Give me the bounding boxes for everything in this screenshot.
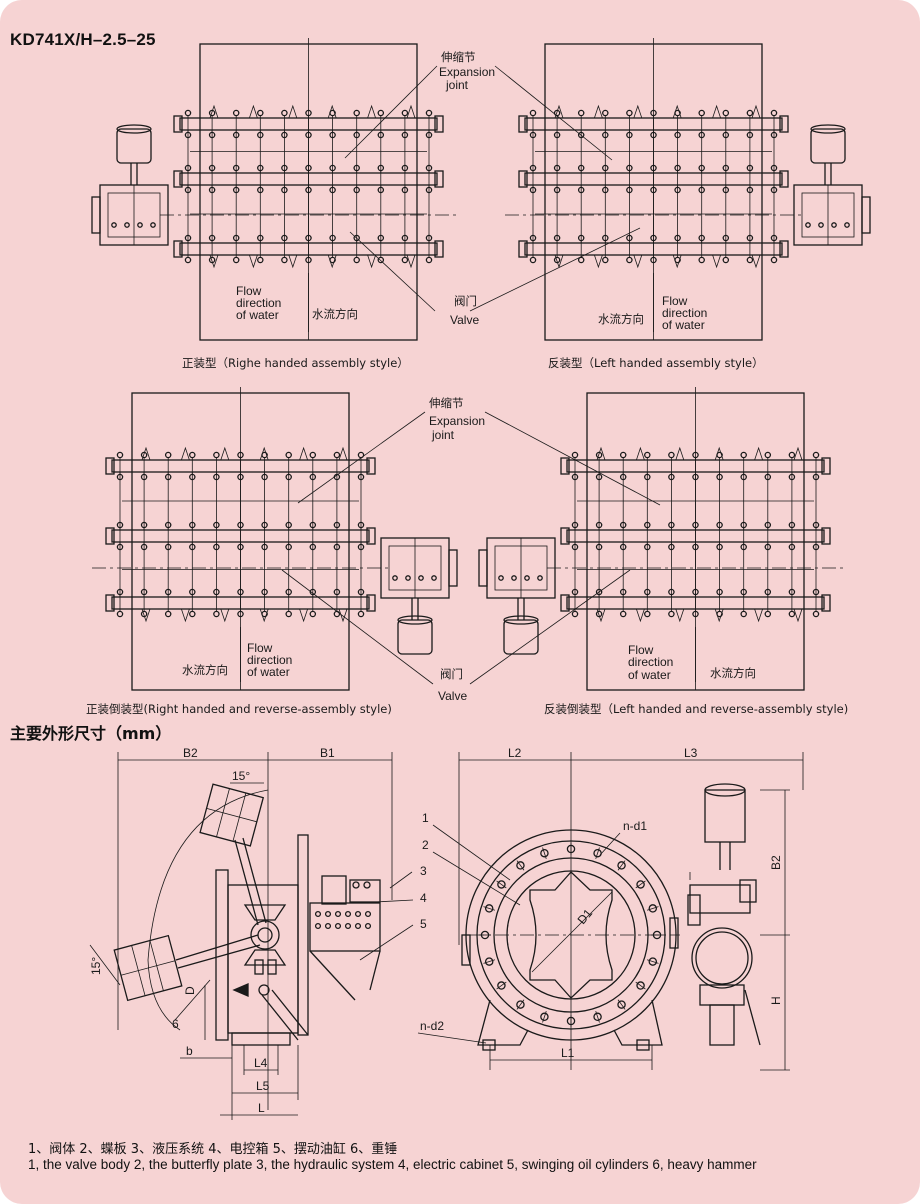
- flow-label-en: of water: [236, 308, 279, 322]
- right-reverse-caption: 正装倒装型(Right handed and reverse-assembly …: [86, 702, 392, 716]
- flow-label-en: direction: [662, 306, 707, 320]
- assembly-right-handed: [91, 38, 457, 341]
- flow-label-cn: 水流方向: [710, 666, 756, 680]
- flow-label-en: direction: [247, 653, 292, 667]
- legend-cn: 1、阀体 2、蝶板 3、液压系统 4、电控箱 5、摆动油缸 6、重锤: [28, 1142, 398, 1157]
- flow-label-en: Flow: [236, 284, 262, 298]
- expansion-label-en: Expansion: [429, 414, 485, 428]
- flow-label-cn: 水流方向: [182, 663, 228, 677]
- assembly-left-reverse: [478, 387, 844, 691]
- dim-h: H: [769, 996, 783, 1005]
- dim-b2: B2: [183, 746, 198, 760]
- dim-d1: D1: [575, 906, 596, 927]
- flow-label-cn: 水流方向: [598, 312, 644, 326]
- valve-label-cn: 阀门: [454, 294, 477, 308]
- flow-label-en: of water: [662, 318, 705, 332]
- middle-labels: 伸缩节 Expansion joint Flow direction of wa…: [86, 396, 848, 716]
- dim-nd1: n-d1: [623, 819, 647, 833]
- expansion-label-cn: 伸缩节: [429, 396, 464, 410]
- dim-b1: B1: [320, 746, 335, 760]
- dim-d: D: [183, 986, 197, 995]
- dim-l1: L1: [561, 1046, 575, 1060]
- valve-label-en: Valve: [450, 313, 479, 327]
- dim-angle-top: 15°: [232, 769, 250, 783]
- valve-label-cn: 阀门: [440, 667, 463, 681]
- model-title: KD741X/H–2.5–25: [10, 30, 156, 49]
- assembly-left-handed: [505, 38, 871, 341]
- dim-b2-right: B2: [769, 855, 783, 870]
- flow-label-cn: 水流方向: [312, 307, 358, 321]
- dim-l2: L2: [508, 746, 522, 760]
- valve-label-en: Valve: [438, 689, 467, 703]
- dim-l4: L4: [254, 1056, 268, 1070]
- dim-l3: L3: [684, 746, 698, 760]
- top-labels: 伸缩节 Expansion joint Flow direction of wa…: [182, 50, 764, 370]
- flow-label-en: Flow: [628, 643, 654, 657]
- assembly-right-reverse: [92, 387, 458, 691]
- dim-nd2: n-d2: [420, 1019, 444, 1033]
- part-num-5: 5: [420, 917, 427, 931]
- dim-l5: L5: [256, 1079, 270, 1093]
- left-reverse-caption: 反装倒装型（Left handed and reverse-assembly s…: [544, 702, 848, 716]
- flow-label-en: direction: [628, 655, 673, 669]
- left-handed-caption: 反装型（Left handed assembly style）: [548, 356, 764, 370]
- dim-l: L: [258, 1101, 265, 1115]
- side-view: B2 B1 15° 15°: [89, 746, 427, 1120]
- expansion-label-cn: 伸缩节: [441, 50, 476, 64]
- legend-en: 1, the valve body 2, the butterfly plate…: [28, 1157, 757, 1172]
- expansion-label-en2: joint: [431, 428, 455, 442]
- dim-b: b: [186, 1044, 193, 1058]
- flow-label-en: direction: [236, 296, 281, 310]
- part-num-3: 3: [420, 864, 427, 878]
- part-num-6: 6: [172, 1017, 179, 1031]
- dim-angle-side: 15°: [89, 957, 103, 975]
- dimensions-heading: 主要外形尺寸（mm）: [10, 724, 172, 743]
- right-handed-caption: 正装型（Righe handed assembly style）: [182, 356, 409, 370]
- leader-lines: [281, 65, 661, 685]
- part-num-2: 2: [422, 838, 429, 852]
- expansion-label-en: Expansion: [439, 65, 495, 79]
- flow-label-en: Flow: [247, 641, 273, 655]
- front-view: L2 L3 D1 n-d1 L1 n-d2 1: [417, 746, 804, 1071]
- assembly-views: [91, 38, 871, 691]
- flow-label-en: of water: [628, 668, 671, 682]
- flow-label-en: Flow: [662, 294, 688, 308]
- expansion-label-en2: joint: [445, 78, 469, 92]
- part-num-4: 4: [420, 891, 427, 905]
- flow-label-en: of water: [247, 665, 290, 679]
- part-num-1: 1: [422, 811, 429, 825]
